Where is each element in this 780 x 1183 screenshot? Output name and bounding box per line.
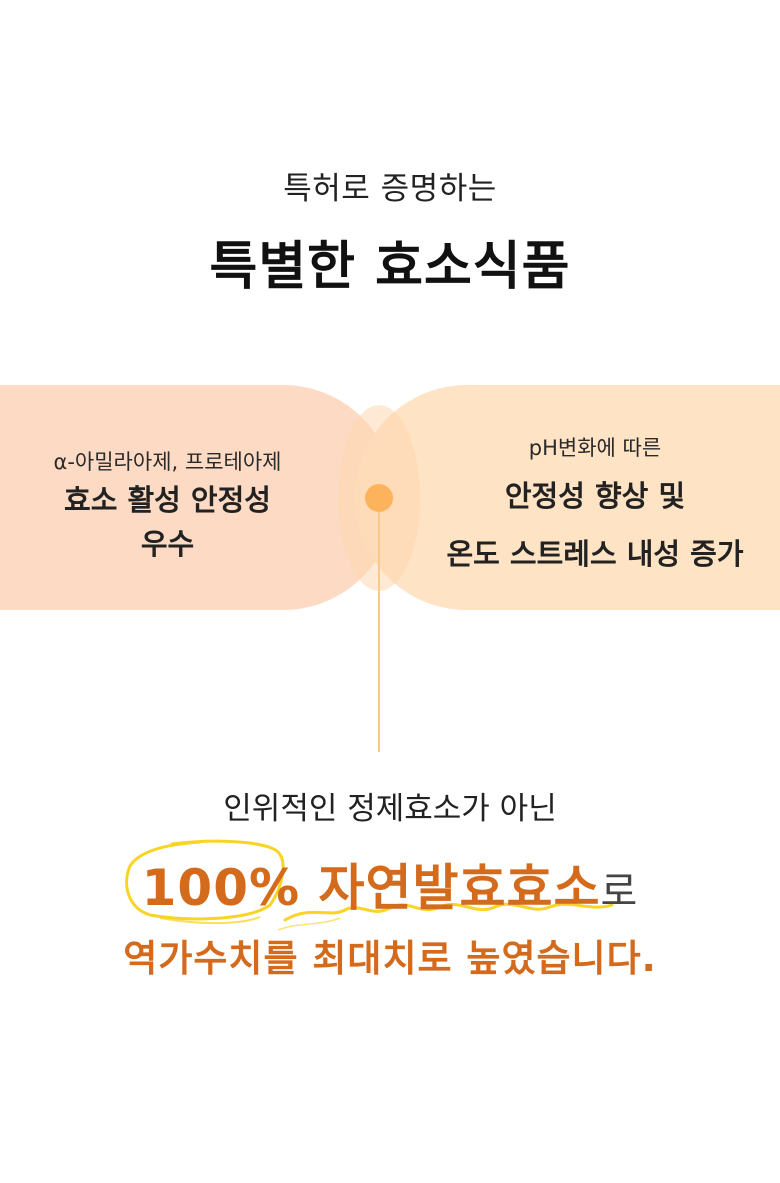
feature-card-enzyme-stability (0, 385, 395, 610)
feature-right-headline-2: 온도 스트레스 내성 증가 (446, 537, 744, 571)
section-subtitle: 특허로 증명하는 (283, 171, 497, 207)
claim-conclusion: 역가수치를 최대치로 높였습니다. (123, 937, 657, 980)
feature-left-headline-2: 우수 (140, 527, 195, 561)
feature-right-caption: pH변화에 따른 (528, 436, 662, 460)
claim-percent: 100% (141, 859, 301, 917)
connector-line (378, 498, 380, 752)
claim-highlight: 100% 자연발효효소로 (0, 848, 780, 920)
feature-text-right: pH변화에 따른 안정성 향상 및 온도 스트레스 내성 증가 (410, 433, 780, 579)
feature-right-headline-1: 안정성 향상 및 (504, 479, 686, 513)
feature-left-caption: α-아밀라아제, 프로테아제 (53, 450, 282, 474)
section-title: 특별한 효소식품 (209, 237, 571, 297)
feature-text-left: α-아밀라아제, 프로테아제 효소 활성 안정성 우수 (0, 447, 335, 565)
feature-left-headline-1: 효소 활성 안정성 (64, 483, 271, 517)
claim-tail: 로 (600, 869, 639, 915)
claim-intro: 인위적인 정제효소가 아닌 (223, 791, 557, 827)
claim-natural-enzyme: 자연발효효소 (318, 859, 601, 917)
feature-card-ph-stability (355, 385, 780, 610)
connector-dot-icon (365, 484, 393, 512)
